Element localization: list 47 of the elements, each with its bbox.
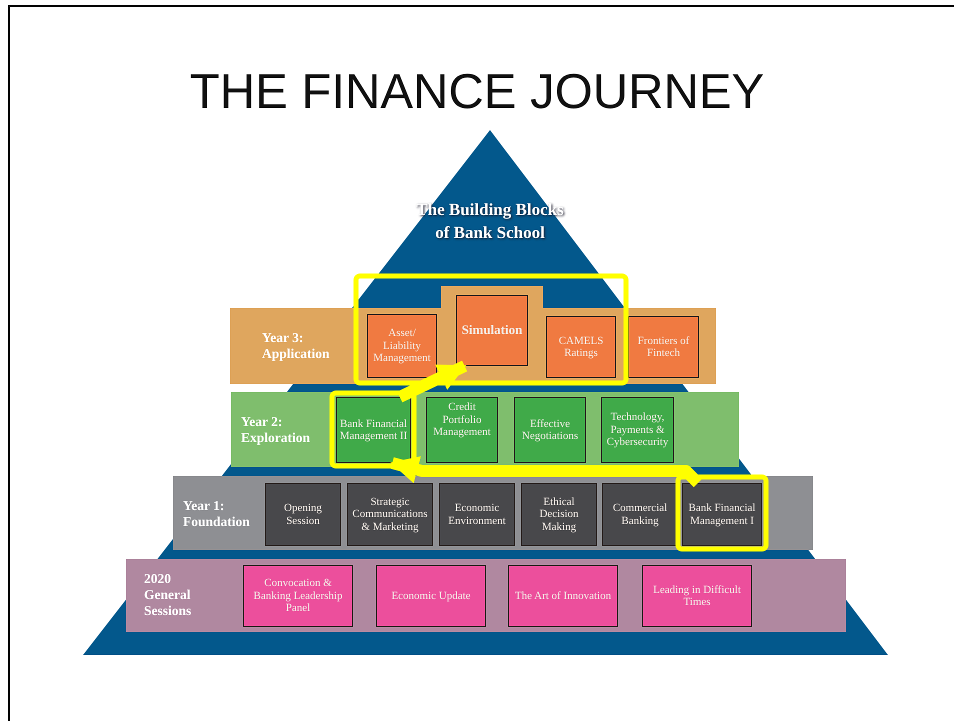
tier-band: [126, 559, 846, 632]
course-box: [439, 483, 515, 546]
course-label: Technology, Payments & Cybersecurity: [606, 411, 670, 449]
course-label: Asset/ Liability Management: [372, 327, 432, 365]
tier-band: [173, 476, 813, 550]
arrow: [390, 456, 702, 488]
course-box: [426, 397, 498, 463]
course-label: Economic Environment: [447, 502, 507, 527]
course-box: [546, 316, 616, 378]
course-label: Bank Financial Management II: [338, 418, 408, 442]
course-label: Strategic Communications & Marketing: [351, 496, 429, 534]
course-label: Economic Update: [390, 590, 472, 602]
course-label: Bank Financial Management I: [688, 502, 756, 527]
course-label: Leading in Difficult Times: [652, 584, 742, 608]
tier-band: [230, 286, 716, 384]
course-label: Ethical Decision Making: [538, 496, 580, 534]
course-label: Simulation: [460, 324, 524, 337]
course-label: CAMELS Ratings: [558, 334, 604, 360]
course-box: [642, 565, 752, 627]
course-box: [602, 483, 678, 546]
course-label: The Art of Innovation: [514, 590, 612, 602]
arrow: [397, 360, 468, 402]
title: THE FINANCE JOURNEY: [188, 64, 766, 121]
course-label: Effective Negotiations: [520, 418, 580, 442]
course-box: [521, 483, 597, 546]
tier-label: 2020 General Sessions: [144, 571, 192, 619]
course-box: [628, 316, 699, 378]
course-box: [265, 483, 341, 546]
course-box: [376, 565, 486, 627]
course-box: [456, 295, 528, 366]
tier-label: Year 2: Exploration: [241, 414, 312, 446]
course-box: [514, 397, 586, 463]
course-label: Commercial Banking: [612, 502, 668, 527]
tier-label: Year 3: Application: [262, 330, 331, 362]
course-box: [367, 314, 437, 378]
course-label: Credit Portfolio Management: [432, 401, 492, 438]
course-box: [682, 483, 762, 546]
course-box: [243, 565, 353, 627]
tier-label: Year 1: Foundation: [183, 498, 251, 530]
course-label: Convocation & Banking Leadership Panel: [252, 577, 344, 615]
course-label: Opening Session: [283, 502, 323, 527]
course-label: Frontiers of Fintech: [636, 334, 690, 360]
course-box: [336, 397, 411, 463]
course-box: [601, 397, 674, 463]
course-box: [508, 565, 618, 627]
course-box: [347, 483, 433, 546]
tier-band: [231, 392, 739, 467]
